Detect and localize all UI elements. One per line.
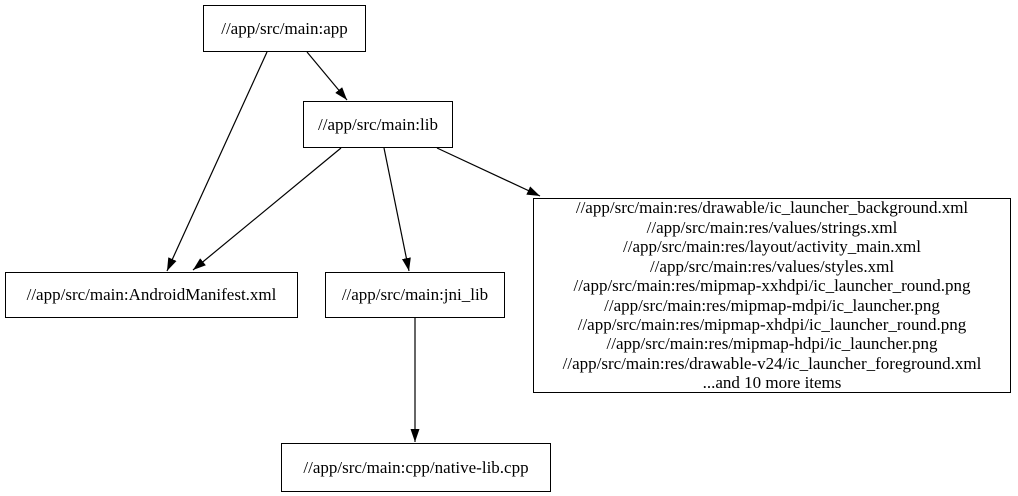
- graph-node-app: //app/src/main:app: [203, 5, 366, 52]
- node-label-line: //app/src/main:res/mipmap-xhdpi/ic_launc…: [577, 314, 967, 334]
- edge-lib-to-jni-lib: [383, 147, 411, 272]
- graph-node-lib: //app/src/main:lib: [303, 101, 453, 148]
- edge-lib-to-res-group: [436, 147, 541, 197]
- edge-app-to-lib: [306, 51, 348, 101]
- node-label-line: //app/src/main:res/values/strings.xml: [646, 217, 898, 237]
- node-label-line: //app/src/main:res/mipmap-mdpi/ic_launch…: [604, 295, 940, 315]
- node-label-line: //app/src/main:res/drawable/ic_launcher_…: [575, 198, 969, 218]
- graph-node-native-lib-cpp: //app/src/main:cpp/native-lib.cpp: [281, 443, 551, 492]
- node-label-line: //app/src/main:res/drawable-v24/ic_launc…: [562, 353, 982, 373]
- node-label: //app/src/main:AndroidManifest.xml: [26, 285, 277, 305]
- graph-node-jni-lib: //app/src/main:jni_lib: [325, 272, 505, 318]
- node-label-line: //app/src/main:res/layout/activity_main.…: [623, 237, 921, 257]
- node-label-line: //app/src/main:res/mipmap-hdpi/ic_launch…: [606, 334, 938, 354]
- node-label: //app/src/main:lib: [318, 114, 438, 134]
- node-label: //app/src/main:app: [221, 18, 348, 38]
- graph-node-android-manifest: //app/src/main:AndroidManifest.xml: [5, 272, 298, 318]
- node-label-line: ...and 10 more items: [702, 373, 842, 393]
- edge-lib-to-android-manifest: [192, 147, 342, 271]
- node-label: //app/src/main:cpp/native-lib.cpp: [303, 457, 529, 477]
- graph-node-res-group: //app/src/main:res/drawable/ic_launcher_…: [533, 198, 1011, 393]
- edge-app-to-android-manifest: [166, 51, 268, 272]
- node-label-line: //app/src/main:res/mipmap-xxhdpi/ic_laun…: [573, 276, 971, 296]
- node-label: //app/src/main:jni_lib: [341, 285, 489, 305]
- node-label-line: //app/src/main:res/values/styles.xml: [649, 256, 895, 276]
